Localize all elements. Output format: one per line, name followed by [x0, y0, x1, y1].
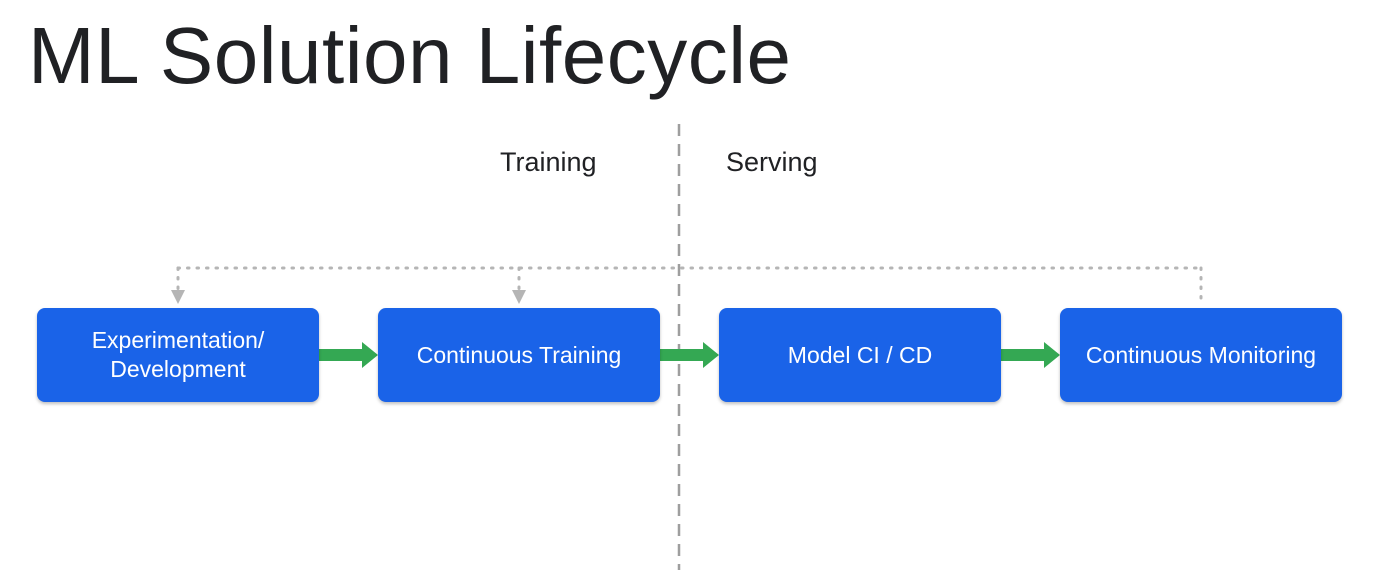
flow-arrow-2 — [659, 342, 719, 368]
stage-label: Continuous Monitoring — [1085, 341, 1317, 368]
feedback-arrowhead-experimentation — [171, 290, 185, 304]
flow-arrow-3 — [1000, 342, 1060, 368]
phase-label-training: Training — [500, 147, 597, 177]
feedback-loop — [176, 266, 1203, 308]
stage-continuous-training: Continuous Training — [378, 308, 660, 402]
stage-model-ci-cd: Model CI / CD — [719, 308, 1001, 402]
feedback-arrowhead-training — [512, 290, 526, 304]
phase-label-serving: Serving — [726, 147, 818, 177]
stage-label: Experimentation/ Development — [91, 327, 265, 382]
stage-label: Continuous Training — [416, 341, 622, 368]
stage-experimentation-development: Experimentation/ Development — [37, 308, 319, 402]
page-title: ML Solution Lifecycle — [28, 11, 792, 100]
flow-arrow-1 — [318, 342, 378, 368]
stage-label: Model CI / CD — [787, 341, 933, 368]
stage-continuous-monitoring: Continuous Monitoring — [1060, 308, 1342, 402]
